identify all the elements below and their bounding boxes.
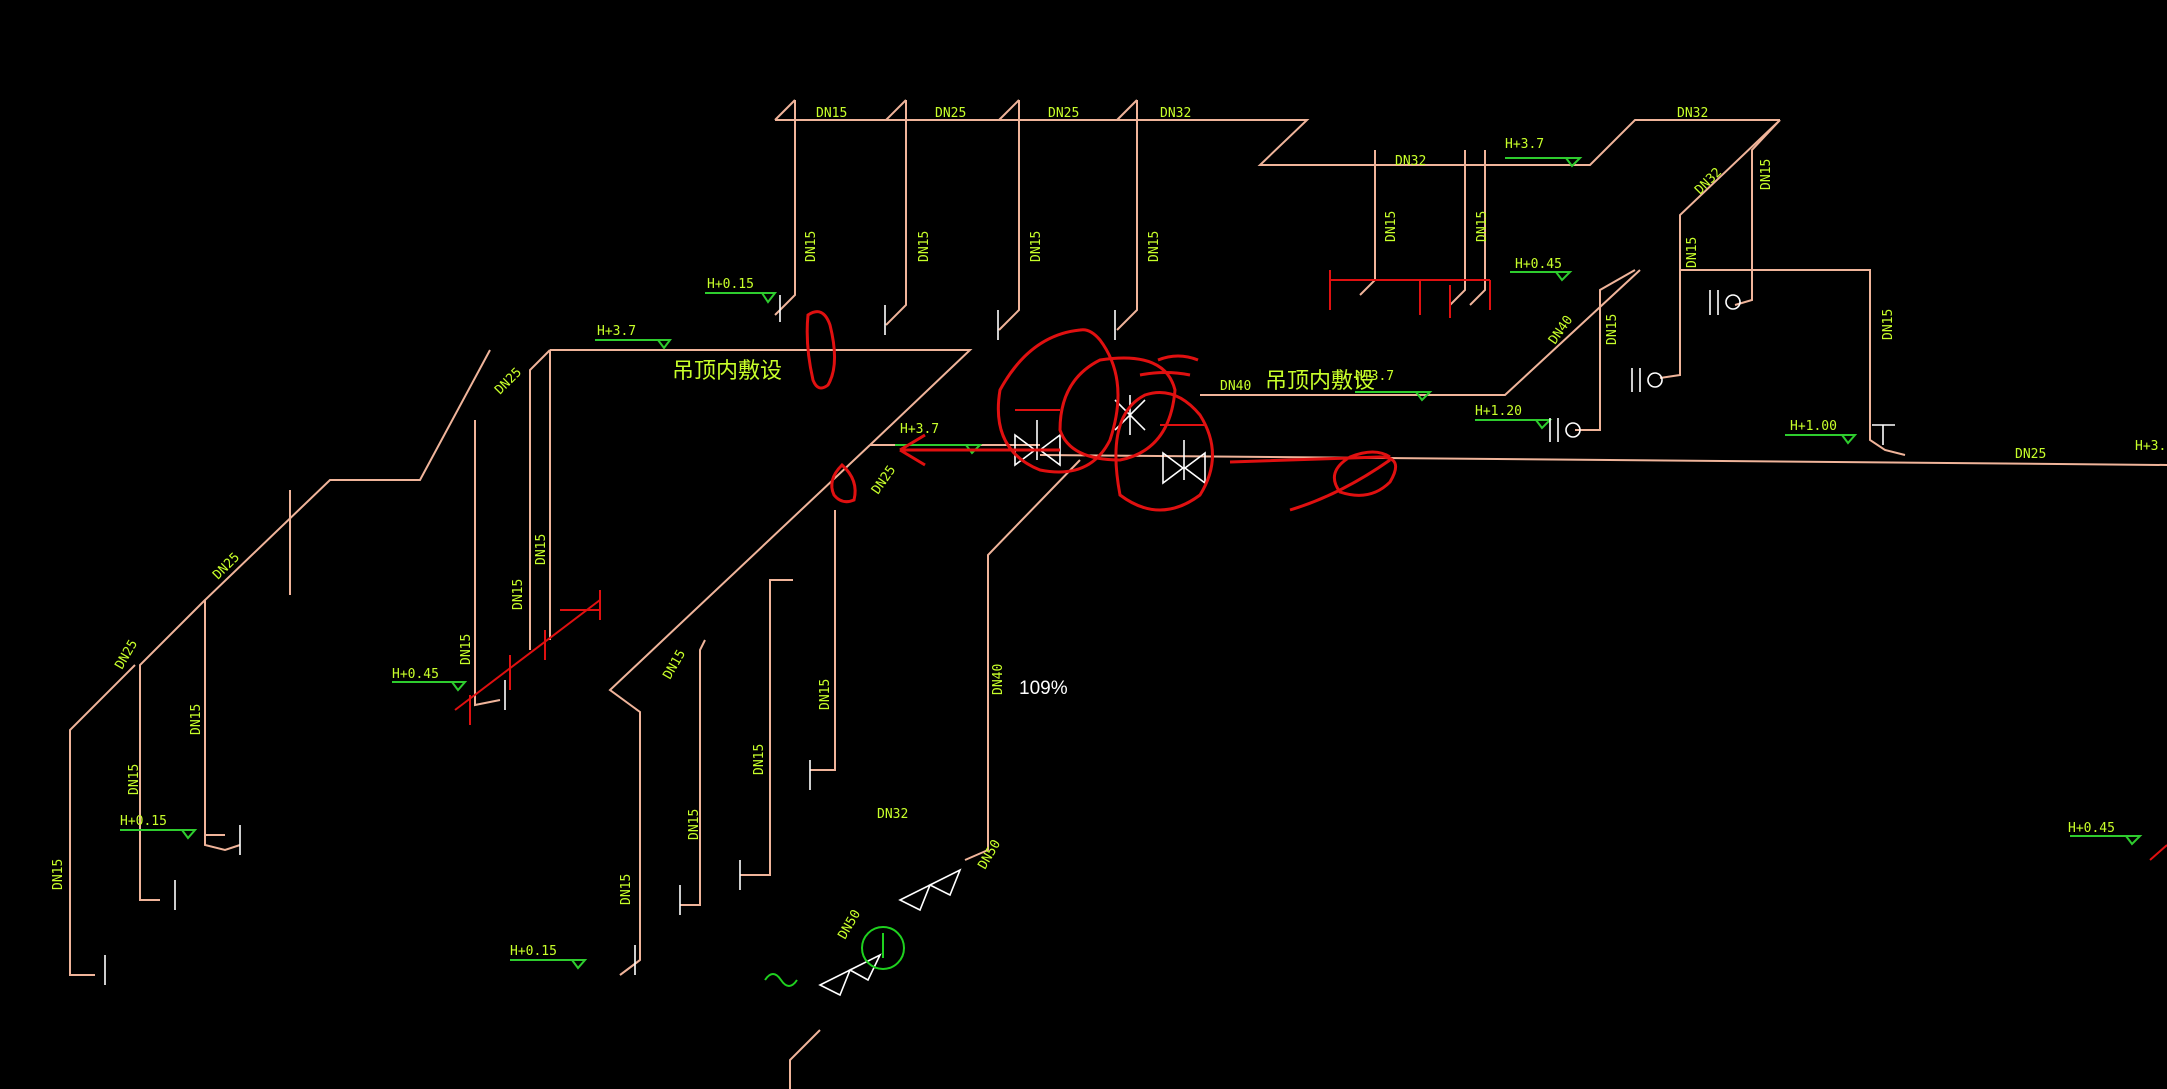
gate-valve-icon: [1162, 440, 1206, 485]
fixture-icon: [1631, 368, 1663, 392]
size-label: DN25: [112, 637, 141, 672]
size-label: DN15: [511, 579, 526, 610]
elevation-label: H+3.7: [1355, 369, 1394, 384]
elevation-label: H+0.45: [1515, 257, 1562, 272]
water-meter-icon: [764, 926, 905, 987]
elevation-label: H+3.7: [900, 422, 939, 437]
size-label: DN40: [1220, 379, 1251, 394]
size-label: DN15: [1475, 211, 1490, 242]
size-label: DN15: [1384, 211, 1399, 242]
size-label: DN25: [1048, 106, 1079, 121]
elevation-label: H+3.7: [2135, 439, 2167, 454]
elevation-label: H+1.00: [1790, 419, 1837, 434]
size-label: DN15: [51, 859, 66, 890]
size-label: DN15: [1881, 309, 1896, 340]
size-label: DN15: [816, 106, 847, 121]
size-label: DN15: [127, 764, 142, 795]
size-label: DN15: [1759, 159, 1774, 190]
top-branch-pipes: [774, 99, 1906, 456]
size-label: DN32: [1692, 165, 1725, 198]
tap-icon: [1872, 424, 1895, 445]
size-label: DN15: [1685, 237, 1700, 268]
size-label: DN15: [917, 231, 932, 262]
elevation-label: H+3.7: [597, 324, 636, 339]
elevation-label: H+3.7: [1505, 137, 1544, 152]
hand-drawn-markup: [805, 310, 1398, 512]
pipe-size-labels: DN15 DN25 DN25 DN32 DN32 DN32 DN32 DN15 …: [51, 106, 2046, 942]
elevation-label: H+0.15: [120, 814, 167, 829]
size-label: DN25: [935, 106, 966, 121]
elevation-label: H+1.20: [1475, 404, 1522, 419]
size-label: DN15: [660, 647, 689, 682]
size-label: DN32: [1677, 106, 1708, 121]
size-label: DN50: [975, 837, 1004, 872]
elevation-label: H+0.45: [2068, 821, 2115, 836]
main-pipes: [69, 349, 2167, 1089]
size-label: DN15: [619, 874, 634, 905]
fixture-icon: [1709, 290, 1741, 315]
size-label: DN15: [818, 679, 833, 710]
size-label: DN15: [1605, 314, 1620, 345]
tap-icon: [104, 295, 1116, 985]
elevation-label: H+0.15: [510, 944, 557, 959]
size-label: DN15: [687, 809, 702, 840]
elevation-label: H+0.15: [707, 277, 754, 292]
size-label: DN32: [877, 807, 908, 822]
size-label: DN15: [189, 704, 204, 735]
fixture-icon: [1549, 418, 1581, 442]
red-fixture-marks: [454, 270, 2167, 861]
size-label: DN40: [1546, 313, 1576, 347]
size-label: DN15: [1029, 231, 1044, 262]
elevation-labels: H+0.15 H+3.7 H+3.7 H+0.45 H+0.15 H+0.15 …: [120, 137, 2167, 959]
ceiling-notes: 吊顶内敷设 吊顶内敷设: [672, 359, 1375, 394]
size-label: DN50: [835, 907, 864, 942]
size-label: DN32: [1395, 154, 1426, 169]
elevation-markers: [120, 157, 2143, 970]
size-label: DN15: [459, 634, 474, 665]
size-label: DN25: [2015, 447, 2046, 462]
size-label: DN15: [534, 534, 549, 565]
elevation-label: H+0.45: [392, 667, 439, 682]
size-label: DN25: [869, 463, 899, 497]
size-label: DN15: [804, 231, 819, 262]
zoom-readout: 109%: [1019, 678, 1068, 699]
valve-symbols: [104, 290, 1895, 997]
size-label: DN15: [752, 744, 767, 775]
size-label: DN40: [991, 664, 1006, 695]
size-label: DN25: [492, 365, 525, 398]
ceiling-note: 吊顶内敷设: [1265, 369, 1375, 394]
size-label: DN32: [1160, 106, 1191, 121]
size-label: DN15: [1147, 231, 1162, 262]
ceiling-note: 吊顶内敷设: [672, 359, 782, 384]
